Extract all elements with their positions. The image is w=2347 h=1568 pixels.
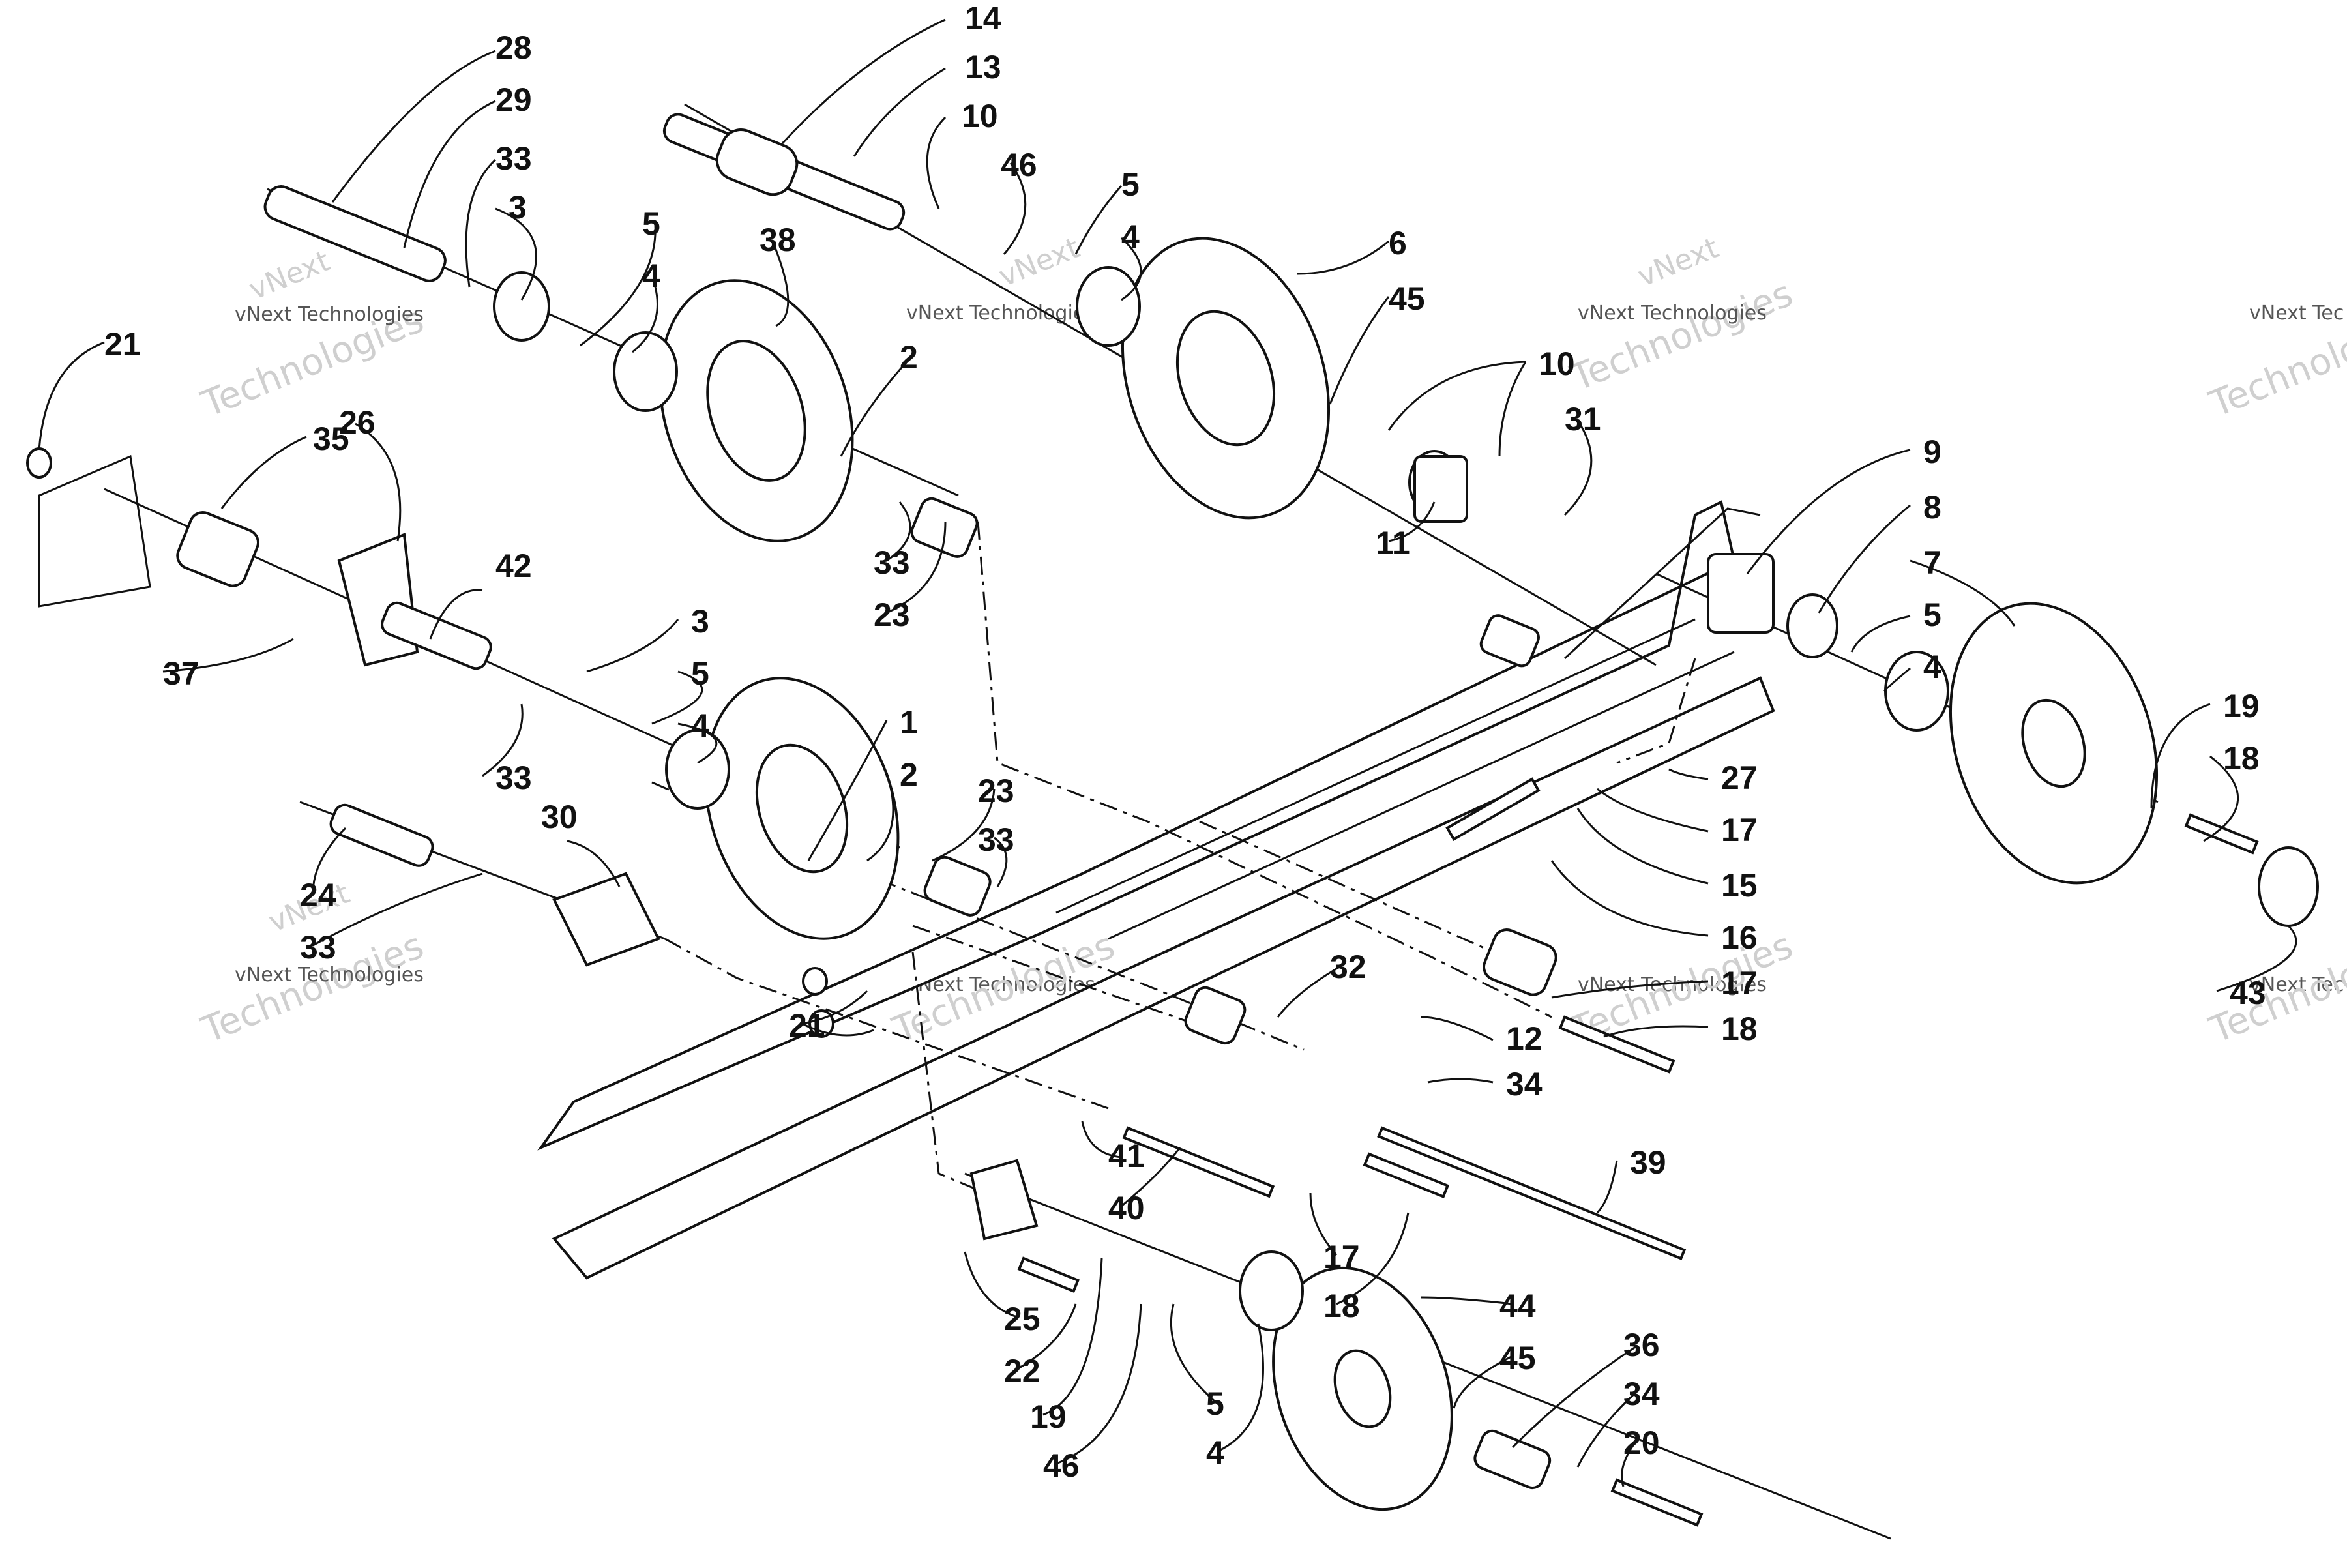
- callout-label: 30: [541, 799, 578, 835]
- watermark-text: vNext: [244, 244, 334, 306]
- callout-label: 36: [1623, 1327, 1660, 1363]
- callout-label: 3: [509, 189, 527, 226]
- callout-label: 46: [1001, 147, 1037, 183]
- callout-label: 17: [1721, 812, 1758, 848]
- watermark-text: vNext Tec: [2249, 302, 2344, 325]
- callout-label: 2: [900, 756, 918, 793]
- callout-label: 7: [1923, 544, 1941, 581]
- callout-label: 33: [300, 929, 336, 966]
- callout-label: 5: [691, 655, 709, 692]
- callout-label: 6: [1389, 225, 1407, 261]
- callout-label: 32: [1330, 949, 1366, 985]
- callout-label: 5: [1121, 166, 1140, 203]
- callout-label: 24: [300, 877, 336, 913]
- callout-label: 10: [962, 98, 998, 134]
- callout-label: 20: [1623, 1425, 1660, 1461]
- callout-label: 18: [1323, 1288, 1360, 1324]
- callout-label: 15: [1721, 867, 1758, 904]
- watermark-text: vNext Technologies: [1578, 973, 1767, 996]
- callout-leaders: [38, 18, 2297, 1487]
- callout-label: 4: [1206, 1434, 1224, 1471]
- callout-label: 46: [1043, 1447, 1080, 1484]
- callout-label: 27: [1721, 760, 1758, 796]
- callout-label: 18: [2223, 740, 2260, 777]
- callout-label: 40: [1108, 1190, 1145, 1226]
- callout-label: 18: [1721, 1011, 1758, 1047]
- callout-label: 5: [1923, 597, 1941, 633]
- callout-label: 33: [874, 544, 910, 581]
- callout-label: 29: [495, 81, 532, 118]
- callout-label: 5: [1206, 1385, 1224, 1422]
- callout-label: 35: [313, 421, 349, 457]
- callout-label: 9: [1923, 434, 1941, 470]
- callout-label: 8: [1923, 489, 1941, 525]
- callout-label: 4: [1121, 218, 1140, 255]
- callout-label: 17: [1721, 965, 1758, 1001]
- callout-label: 26: [339, 404, 376, 441]
- callout-label: 45: [1499, 1340, 1536, 1376]
- callout-label: 4: [691, 707, 709, 744]
- callout-label: 38: [760, 222, 796, 258]
- callout-label: 11: [1376, 525, 1410, 561]
- callout-label: 13: [965, 49, 1001, 85]
- callout-label: 42: [495, 548, 532, 584]
- callout-label: 21: [104, 326, 141, 362]
- callout-label: 4: [1923, 649, 1941, 685]
- callout-label: 37: [163, 655, 199, 692]
- callout-label: 39: [1630, 1144, 1666, 1181]
- watermark-text: vNext: [1633, 231, 1723, 293]
- callout-label: 31: [1565, 401, 1601, 437]
- callout-label: 4: [642, 258, 660, 294]
- watermark-text: vNext: [994, 231, 1084, 293]
- callout-label: 45: [1389, 280, 1425, 317]
- callout-label: 19: [1030, 1398, 1067, 1435]
- callout-label: 19: [2223, 688, 2260, 724]
- callout-label: 12: [1506, 1020, 1543, 1057]
- callout-label: 25: [1004, 1301, 1041, 1337]
- callout-label: 3: [691, 603, 709, 640]
- callout-label: 41: [1108, 1138, 1145, 1174]
- watermark-text: vNext Technologies: [235, 964, 424, 986]
- callout-label: 23: [978, 773, 1014, 809]
- watermark-text: vNext Technologies: [1578, 302, 1767, 325]
- callout-label: 43: [2230, 975, 2266, 1011]
- callout-label: 34: [1623, 1376, 1660, 1412]
- callout-label: 1: [900, 704, 918, 741]
- callout-label: 23: [874, 597, 910, 633]
- watermark-text: vNext Technologies: [235, 303, 424, 326]
- callout-label: 2: [900, 339, 918, 376]
- callout-label: 21: [789, 1007, 825, 1044]
- watermark-text: Technologies: [1565, 273, 1799, 400]
- callout-label: 22: [1004, 1353, 1041, 1389]
- callout-label: 34: [1506, 1066, 1543, 1102]
- callout-label: 17: [1323, 1239, 1360, 1275]
- callout-label: 33: [978, 821, 1014, 858]
- callout-label: 10: [1539, 346, 1575, 382]
- callout-label: 5: [642, 205, 660, 242]
- watermark-text: vNext Technologies: [906, 302, 1095, 325]
- callout-label: 44: [1499, 1288, 1536, 1324]
- callout-label: 33: [495, 140, 532, 177]
- callout-label: 14: [965, 0, 1001, 37]
- callout-label: 28: [495, 29, 532, 66]
- watermark-text: vNext Tec: [2249, 973, 2344, 996]
- callout-label: 33: [495, 760, 532, 796]
- callout-label: 16: [1721, 919, 1758, 956]
